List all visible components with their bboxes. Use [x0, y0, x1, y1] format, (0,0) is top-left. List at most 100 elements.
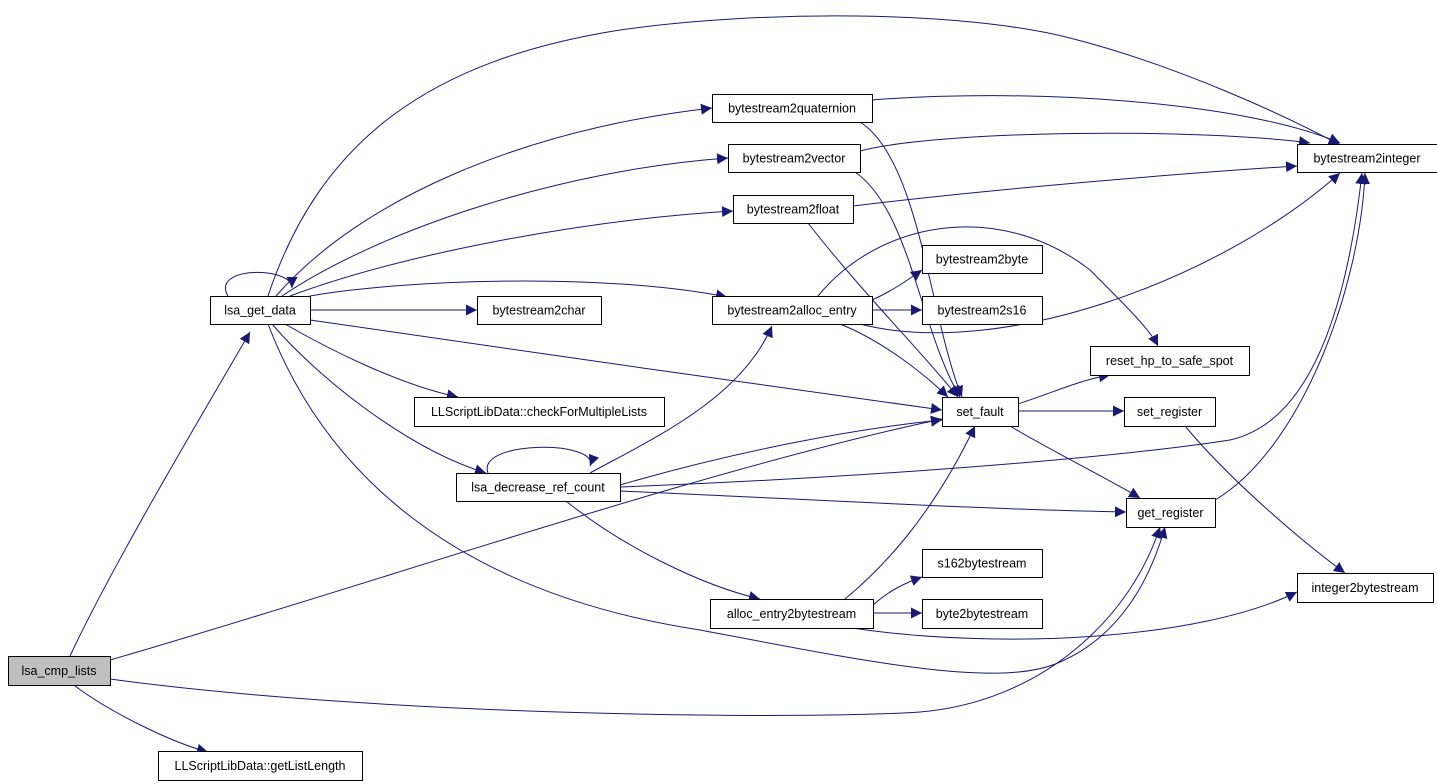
- node-byte2bytestream[interactable]: byte2bytestream: [922, 599, 1043, 629]
- node-bytestream2float[interactable]: bytestream2float: [733, 195, 854, 224]
- node-label: bytestream2float: [747, 203, 840, 217]
- edge-lsa_decrease_ref_count-to-alloc_entry2bytestream: [565, 500, 761, 602]
- node-label: get_register: [1137, 506, 1203, 520]
- edge-layer: [69, 15, 1371, 755]
- edge-lsa_decrease_ref_count-to-bytestream2alloc_entry: [589, 325, 773, 474]
- node-label: lsa_get_data: [224, 304, 296, 318]
- edge-lsa_get_data-to-checkForMultipleLists: [284, 323, 459, 401]
- node-label: bytestream2quaternion: [728, 102, 856, 116]
- edge-set_register-to-integer2bytestream: [1184, 425, 1346, 574]
- node-lsa_cmp_lists[interactable]: lsa_cmp_lists: [8, 656, 111, 686]
- edge-get_register-to-bytestream2integer: [1214, 172, 1371, 501]
- node-box: [733, 195, 854, 224]
- edge-lsa_get_data-to-get_register: [267, 323, 1168, 674]
- node-label: alloc_entry2bytestream: [727, 607, 856, 621]
- edge-bytestream2vector-to-bytestream2integer: [859, 132, 1311, 152]
- node-box: [158, 751, 363, 781]
- node-label: bytestream2integer: [1313, 152, 1420, 166]
- edge-lsa_get_data-to-bytestream2float: [289, 206, 734, 297]
- node-bytestream2s16[interactable]: bytestream2s16: [922, 296, 1043, 325]
- node-label: bytestream2vector: [743, 152, 846, 166]
- node-label: set_register: [1137, 405, 1202, 419]
- edge-set_fault-to-reset_hp_to_safe_spot: [1017, 371, 1111, 405]
- node-box: [1126, 498, 1216, 528]
- node-box: [1124, 397, 1216, 427]
- edge-lsa_get_data-to-bytestream2integer: [267, 15, 1341, 297]
- edge-alloc_entry2bytestream-to-set_fault: [844, 425, 976, 600]
- node-lsa_get_data[interactable]: lsa_get_data: [210, 296, 311, 325]
- node-alloc_entry2bytestream[interactable]: alloc_entry2bytestream: [710, 599, 874, 629]
- node-set_register[interactable]: set_register: [1124, 397, 1216, 427]
- node-label: set_fault: [956, 405, 1004, 419]
- node-box: [922, 599, 1043, 629]
- edge-lsa_decrease_ref_count-to-bytestream2integer: [619, 172, 1367, 488]
- node-label: s162bytestream: [938, 557, 1027, 571]
- node-label: bytestream2s16: [938, 304, 1027, 318]
- node-box: [922, 549, 1043, 578]
- node-label: reset_hp_to_safe_spot: [1106, 354, 1234, 368]
- edge-bytestream2float-to-bytestream2integer: [852, 161, 1298, 207]
- node-bytestream2alloc_entry[interactable]: bytestream2alloc_entry: [712, 296, 873, 325]
- node-bytestream2char[interactable]: bytestream2char: [477, 296, 602, 325]
- edge-bytestream2quaternion-to-set_fault: [859, 121, 963, 398]
- edge-lsa_cmp_lists-to-set_fault: [109, 415, 943, 661]
- edge-bytestream2alloc_entry-to-reset_hp_to_safe_spot: [817, 226, 1159, 347]
- edge-set_fault-to-get_register: [1009, 425, 1141, 499]
- node-reset_hp_to_safe_spot[interactable]: reset_hp_to_safe_spot: [1090, 346, 1250, 376]
- node-box: [710, 599, 874, 629]
- edge-lsa_decrease_ref_count-to-lsa_decrease_ref_count: [486, 446, 600, 474]
- node-box: [712, 296, 873, 325]
- edge-lsa_cmp_lists-to-lsa_get_data: [69, 331, 251, 657]
- node-layer: lsa_cmp_lists lsa_get_dataLLScriptLibData…: [8, 94, 1437, 781]
- node-box: [8, 656, 111, 686]
- node-box: [414, 397, 665, 427]
- node-box: [477, 296, 602, 325]
- edge-lsa_get_data-to-set_fault: [309, 319, 943, 414]
- node-label: LLScriptLibData::getListLength: [175, 759, 346, 773]
- node-label: bytestream2char: [492, 304, 585, 318]
- edge-lsa_cmp_lists-to-get_register: [109, 526, 1162, 716]
- edge-bytestream2alloc_entry-to-bytestream2byte: [871, 269, 923, 301]
- edge-lsa_get_data-to-lsa_decrease_ref_count: [271, 323, 487, 476]
- edge-lsa_get_data-to-lsa_get_data: [224, 272, 298, 297]
- node-label: bytestream2alloc_entry: [727, 304, 857, 318]
- edge-lsa_decrease_ref_count-to-set_fault: [619, 415, 943, 486]
- node-box: [728, 144, 861, 173]
- edge-lsa_get_data-to-bytestream2alloc_entry: [309, 280, 728, 301]
- edge-lsa_cmp_lists-to-getListLength: [74, 685, 209, 755]
- node-bytestream2integer[interactable]: bytestream2integer: [1297, 144, 1437, 173]
- node-get_register[interactable]: get_register: [1126, 498, 1216, 528]
- node-checkForMultipleLists[interactable]: LLScriptLibData::checkForMultipleLists: [414, 397, 665, 427]
- node-box: [922, 245, 1043, 274]
- edge-lsa_decrease_ref_count-to-get_register: [619, 490, 1127, 518]
- edge-lsa_get_data-to-bytestream2quaternion: [275, 103, 713, 297]
- node-label: byte2bytestream: [936, 607, 1028, 621]
- edge-alloc_entry2bytestream-to-integer2bytestream: [851, 591, 1298, 640]
- node-box: [1297, 573, 1434, 603]
- node-label: integer2bytestream: [1311, 581, 1418, 595]
- edge-lsa_get_data-to-bytestream2vector: [281, 153, 729, 297]
- edge-bytestream2alloc_entry-to-set_fault: [839, 323, 949, 398]
- edge-alloc_entry2bytestream-to-s162bytestream: [872, 575, 923, 606]
- node-integer2bytestream[interactable]: integer2bytestream: [1297, 573, 1434, 603]
- node-getListLength[interactable]: LLScriptLibData::getListLength: [158, 751, 363, 781]
- node-box: [942, 397, 1019, 427]
- node-bytestream2vector[interactable]: bytestream2vector: [728, 144, 861, 173]
- node-bytestream2byte[interactable]: bytestream2byte: [922, 245, 1043, 274]
- node-lsa_decrease_ref_count[interactable]: lsa_decrease_ref_count: [456, 473, 621, 502]
- edge-bytestream2float-to-set_fault: [807, 222, 959, 398]
- node-box: [712, 94, 873, 123]
- edge-bytestream2quaternion-to-bytestream2integer: [871, 95, 1341, 144]
- edge-bytestream2alloc_entry-to-bytestream2integer: [859, 172, 1341, 334]
- node-box: [922, 296, 1043, 325]
- node-label: lsa_decrease_ref_count: [471, 481, 605, 495]
- node-set_fault[interactable]: set_fault: [942, 397, 1019, 427]
- node-label: bytestream2byte: [936, 253, 1028, 267]
- node-bytestream2quaternion[interactable]: bytestream2quaternion: [712, 94, 873, 123]
- node-label: lsa_cmp_lists: [21, 664, 96, 678]
- node-box: [210, 296, 311, 325]
- node-box: [456, 473, 621, 502]
- node-s162bytestream[interactable]: s162bytestream: [922, 549, 1043, 578]
- node-box: [1297, 144, 1437, 173]
